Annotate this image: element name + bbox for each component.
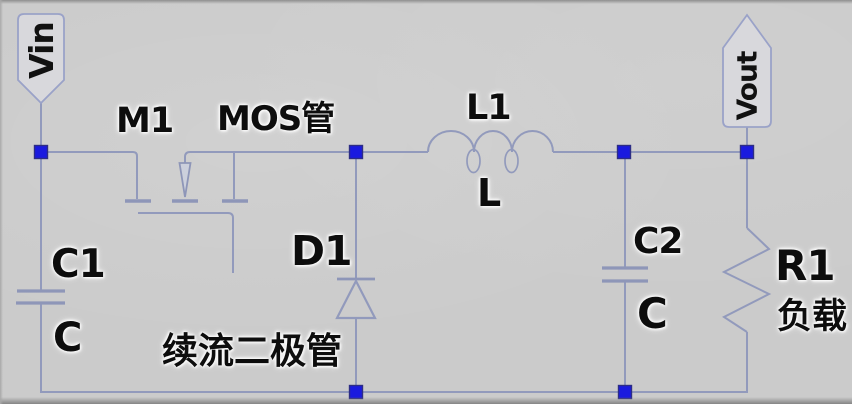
inductor-loop-2 — [504, 148, 519, 174]
photo-edge-bottom — [0, 397, 852, 404]
mosfet-ref-label: M1 — [116, 101, 174, 141]
inductor-loop-1 — [466, 148, 481, 174]
junction-node-vout — [739, 144, 755, 160]
vout-flag — [722, 13, 772, 128]
diode-ref-label: D1 — [291, 227, 353, 275]
photo-edge-top — [0, 0, 852, 4]
resistor-ref-label: R1 — [775, 241, 836, 290]
junction-nodes — [33, 144, 755, 400]
c2-value-label: C — [637, 289, 668, 338]
wire-mosfet-source-lead — [41, 151, 138, 199]
vin-terminal: Vin — [17, 13, 65, 87]
capacitor-c1-symbol — [16, 289, 65, 305]
vout-terminal: Vout — [723, 45, 771, 127]
resistor-r1-symbol — [721, 227, 772, 333]
vout-label: Vout — [730, 51, 764, 121]
mosfet-gate-lead — [138, 212, 234, 273]
c1-ref-label: C1 — [51, 242, 106, 287]
c2-ref-label: C2 — [633, 221, 683, 262]
junction-node-switch — [348, 144, 364, 160]
diode-d1-symbol — [335, 277, 377, 320]
wire-bottom-rail — [40, 303, 748, 393]
freewheel-diode-cn-label: 续流二极管 — [162, 331, 343, 372]
inductor-humps — [427, 130, 554, 153]
vin-flag — [17, 13, 65, 105]
mosfet-m1-symbol — [125, 162, 248, 273]
mosfet-body-arrow-icon — [178, 162, 192, 198]
junction-node-vin — [33, 144, 49, 160]
inductor-ref-label: L1 — [466, 88, 512, 128]
load-cn-label: 负载 — [777, 297, 848, 337]
inductor-value-label: L — [477, 171, 501, 215]
mosfet-cn-label: MOS管 — [217, 99, 335, 139]
inductor-l1-symbol — [427, 130, 554, 174]
wires — [40, 103, 748, 393]
c1-value-label: C — [53, 315, 82, 361]
photo-edge-left — [0, 0, 3, 404]
diode-triangle-icon — [335, 278, 377, 320]
vin-label: Vin — [21, 21, 61, 79]
junction-node-output-top — [616, 144, 632, 160]
wire-switch-node — [184, 151, 428, 165]
capacitor-c2-symbol — [602, 266, 648, 283]
